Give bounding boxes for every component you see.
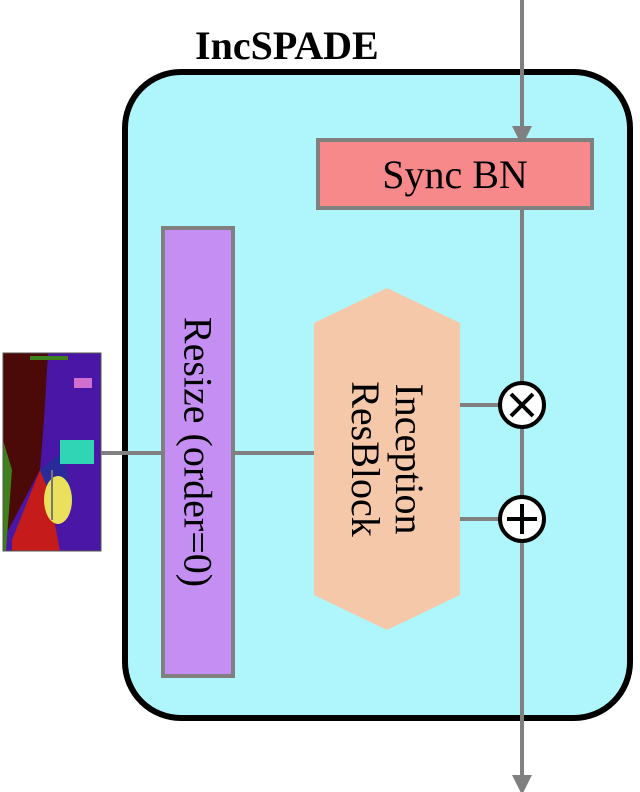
inception-label-line-1: Inception [387, 383, 432, 535]
resize-box [161, 226, 235, 678]
add-operator-icon [498, 495, 546, 543]
inception-label-container: Inception ResBlock [314, 288, 460, 630]
sync-bn-label: Sync BN [382, 151, 528, 197]
segmentation-map-image [2, 352, 102, 552]
module-title: IncSPADE [195, 23, 379, 68]
inception-label-line-2: ResBlock [343, 381, 388, 537]
sync-bn-box [316, 138, 594, 210]
resize-label: Resize (order=0) [175, 316, 221, 588]
inception-label: Inception ResBlock [343, 381, 432, 537]
multiply-operator-icon [498, 381, 546, 429]
resize-label-container: Resize (order=0) [163, 228, 233, 676]
inception-resblock-box [314, 288, 460, 630]
